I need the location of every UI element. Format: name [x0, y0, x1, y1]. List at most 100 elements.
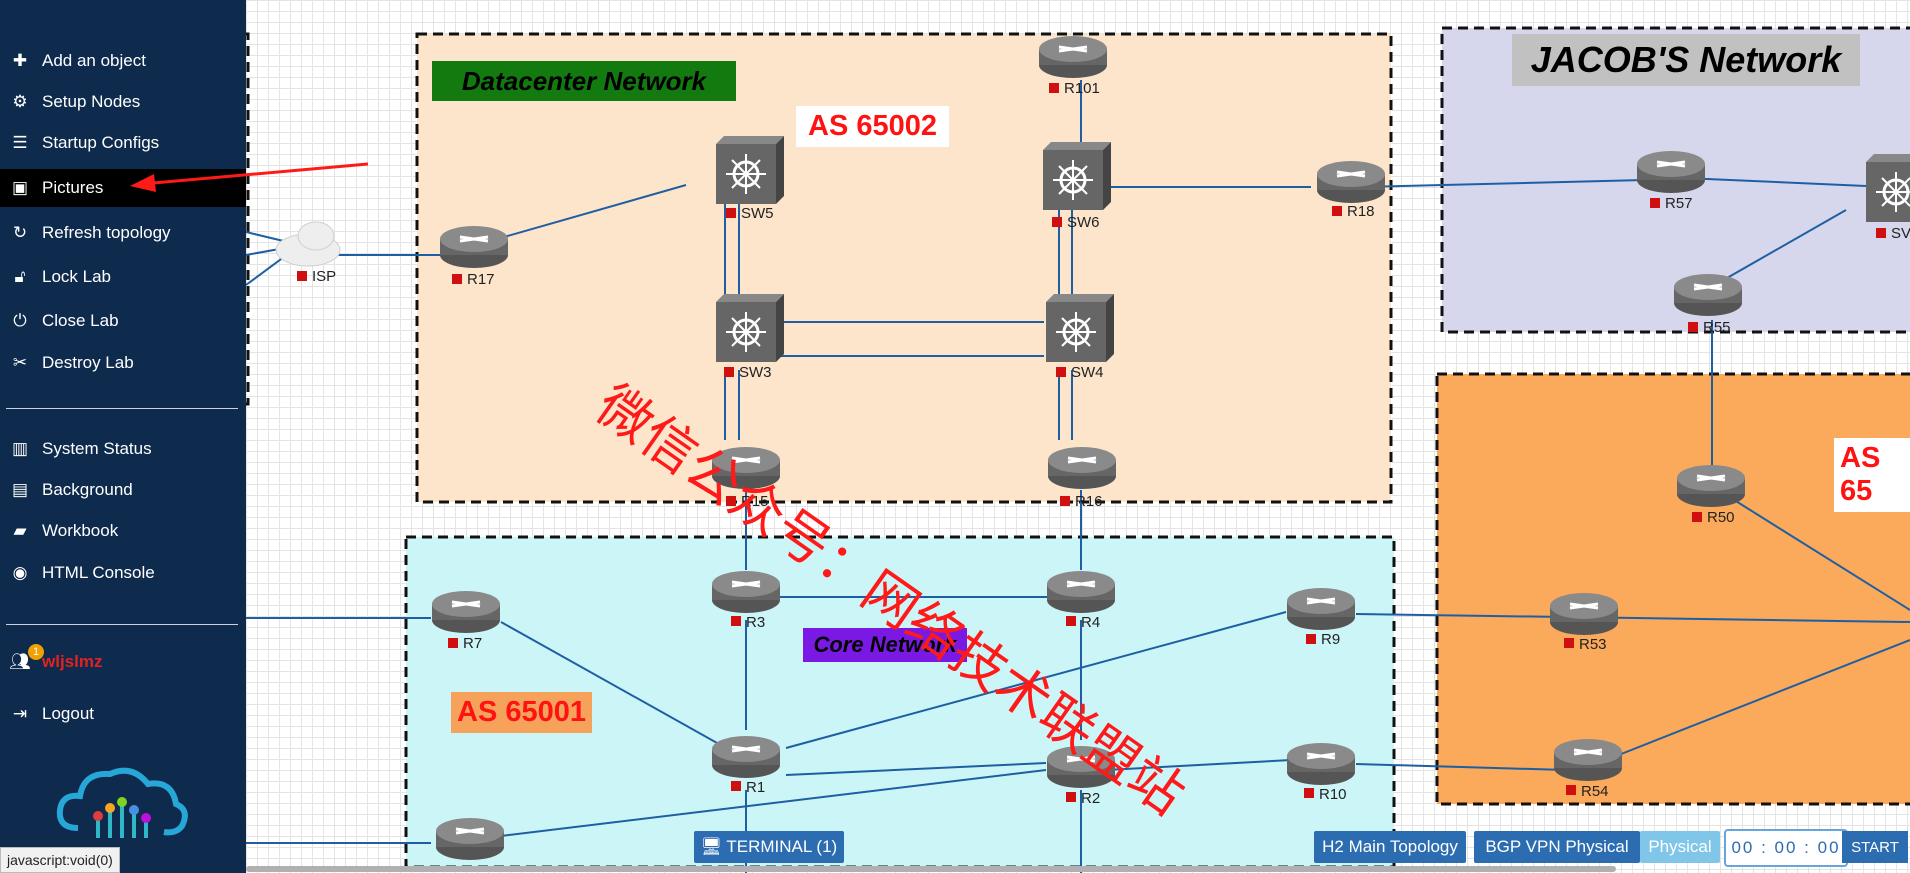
username: wljslmz — [42, 652, 103, 671]
menu-html-console[interactable]: ◉HTML Console — [0, 556, 246, 590]
list-icon: ☰ — [12, 133, 28, 152]
book-icon: ▰ — [13, 521, 27, 540]
label-r4: R4 — [1081, 614, 1100, 631]
label-r18: R18 — [1347, 203, 1375, 220]
zone-title-datacenter: Datacenter Network — [432, 61, 736, 101]
label-r17: R17 — [467, 271, 495, 288]
menu-label: Logout — [42, 704, 94, 723]
label-r53: R53 — [1579, 636, 1607, 653]
node-r53[interactable] — [1548, 591, 1620, 637]
node-r7[interactable] — [430, 589, 502, 635]
tab-bgp-vpn-physical[interactable]: BGP VPN Physical — [1474, 831, 1640, 863]
tab-h2-main-topology[interactable]: H2 Main Topology — [1314, 831, 1466, 863]
menu-add-object[interactable]: ✚ Add an object — [0, 44, 246, 78]
menu-workbook[interactable]: ▰Workbook — [0, 514, 246, 548]
menu-close-lab[interactable]: ⏻ Close Lab — [0, 304, 246, 338]
menu-label: Close Lab — [42, 311, 119, 330]
label-r9: R9 — [1321, 631, 1340, 648]
label-sw3: SW3 — [739, 364, 772, 381]
node-r4[interactable] — [1045, 569, 1117, 615]
tab-physical[interactable]: Physical — [1640, 831, 1720, 863]
node-r101[interactable] — [1037, 34, 1109, 80]
label-r3: R3 — [746, 614, 765, 631]
node-sw4[interactable] — [1044, 292, 1116, 364]
node-isp-cloud[interactable] — [275, 221, 341, 267]
label-r1: R1 — [746, 779, 765, 796]
menu-label: Destroy Lab — [42, 353, 134, 372]
menu-setup-nodes[interactable]: ⚙Setup Nodes — [0, 85, 246, 119]
menu-label: Add an object — [42, 51, 146, 70]
node-r50[interactable] — [1675, 463, 1747, 509]
node-sw3[interactable] — [714, 292, 786, 364]
sign-out-icon: ⇥ — [12, 704, 28, 723]
node-r3[interactable] — [710, 569, 782, 615]
map-icon: ▤ — [11, 480, 29, 499]
menu-label: Setup Nodes — [42, 92, 141, 111]
menu-label: Pictures — [42, 178, 104, 197]
unlock-icon: 🔓︎ — [14, 267, 26, 286]
bar-chart-icon: ▥ — [11, 439, 29, 458]
as-label-65001: AS 65001 — [451, 692, 592, 733]
annotation-arrow — [130, 162, 369, 192]
label-r2: R2 — [1081, 790, 1100, 807]
menu-label: System Status — [42, 439, 152, 458]
node-r54[interactable] — [1552, 737, 1624, 783]
menu-label: Background — [42, 480, 133, 499]
menu-system-status[interactable]: ▥ System Status — [0, 432, 246, 466]
menu-label: Refresh topology — [42, 223, 171, 242]
menu-startup-configs[interactable]: ☰ Startup Configs — [0, 126, 246, 160]
terminal-button[interactable]: 🖥︎ TERMINAL (1) — [694, 831, 844, 863]
terminal-label: TERMINAL (1) — [726, 837, 838, 856]
node-r57[interactable] — [1635, 149, 1707, 195]
image-icon: ▣ — [11, 178, 29, 197]
node-r17[interactable] — [438, 224, 510, 270]
browser-status-bar: javascript:void(0) — [0, 847, 120, 873]
node-sw6[interactable] — [1041, 140, 1113, 212]
node-r1[interactable] — [710, 734, 782, 780]
menu-lock-lab[interactable]: 🔓︎Lock Lab — [0, 260, 246, 294]
divider — [6, 408, 238, 409]
node-r16[interactable] — [1046, 445, 1118, 491]
horizontal-scrollbar[interactable] — [246, 866, 1616, 872]
user-menu[interactable]: 👥︎1 wljslmz — [0, 644, 246, 680]
zone-datacenter — [415, 32, 1393, 504]
lab-timer: 00 : 00 : 00 — [1724, 829, 1848, 867]
label-r50: R50 — [1707, 509, 1735, 526]
menu-label: HTML Console — [42, 563, 155, 582]
notification-badge: 1 — [28, 644, 44, 660]
node-sw5[interactable] — [714, 134, 786, 206]
menu-background[interactable]: ▤ Background — [0, 473, 246, 507]
node-r55[interactable] — [1672, 272, 1744, 318]
unlink-icon: ✂ — [12, 353, 28, 372]
menu-destroy-lab[interactable]: ✂ Destroy Lab — [0, 346, 246, 380]
label-r10: R10 — [1319, 786, 1347, 803]
monitor-icon: 🖥︎ — [700, 837, 723, 856]
label-r15: R15 — [741, 493, 769, 510]
eve-ng-logo — [56, 767, 188, 838]
topology-canvas[interactable]: ISP R17 SW5 SW3 R15 R101 SW6 SW4 R16 R18… — [246, 0, 1910, 873]
label-r57: R57 — [1665, 195, 1693, 212]
label-r7: R7 — [463, 635, 482, 652]
menu-logout[interactable]: ⇥ Logout — [0, 697, 246, 731]
label-r16: R16 — [1075, 493, 1103, 510]
node-r8[interactable] — [434, 816, 506, 862]
node-r10[interactable] — [1285, 741, 1357, 787]
node-r9[interactable] — [1285, 586, 1357, 632]
start-button[interactable]: START — [1842, 831, 1908, 863]
menu-refresh-topology[interactable]: ↻Refresh topology — [0, 216, 246, 250]
label-sw-partial: SV — [1891, 225, 1910, 242]
label-r101: R101 — [1064, 80, 1100, 97]
links — [246, 80, 1910, 873]
node-r18[interactable] — [1315, 159, 1387, 205]
power-icon: ⏻ — [13, 311, 27, 330]
as-label-partial: AS 65 — [1834, 438, 1910, 512]
menu-label: Startup Configs — [42, 133, 160, 152]
node-sw-partial[interactable] — [1864, 152, 1910, 224]
label-r55: R55 — [1703, 319, 1731, 336]
label-sw6: SW6 — [1067, 214, 1100, 231]
zone-title-jacob: JACOB'S Network — [1512, 34, 1860, 86]
label-r54: R54 — [1581, 783, 1609, 800]
plus-icon: ✚ — [12, 51, 28, 70]
menu-pictures[interactable]: ▣ Pictures — [0, 169, 246, 207]
divider — [6, 624, 238, 625]
